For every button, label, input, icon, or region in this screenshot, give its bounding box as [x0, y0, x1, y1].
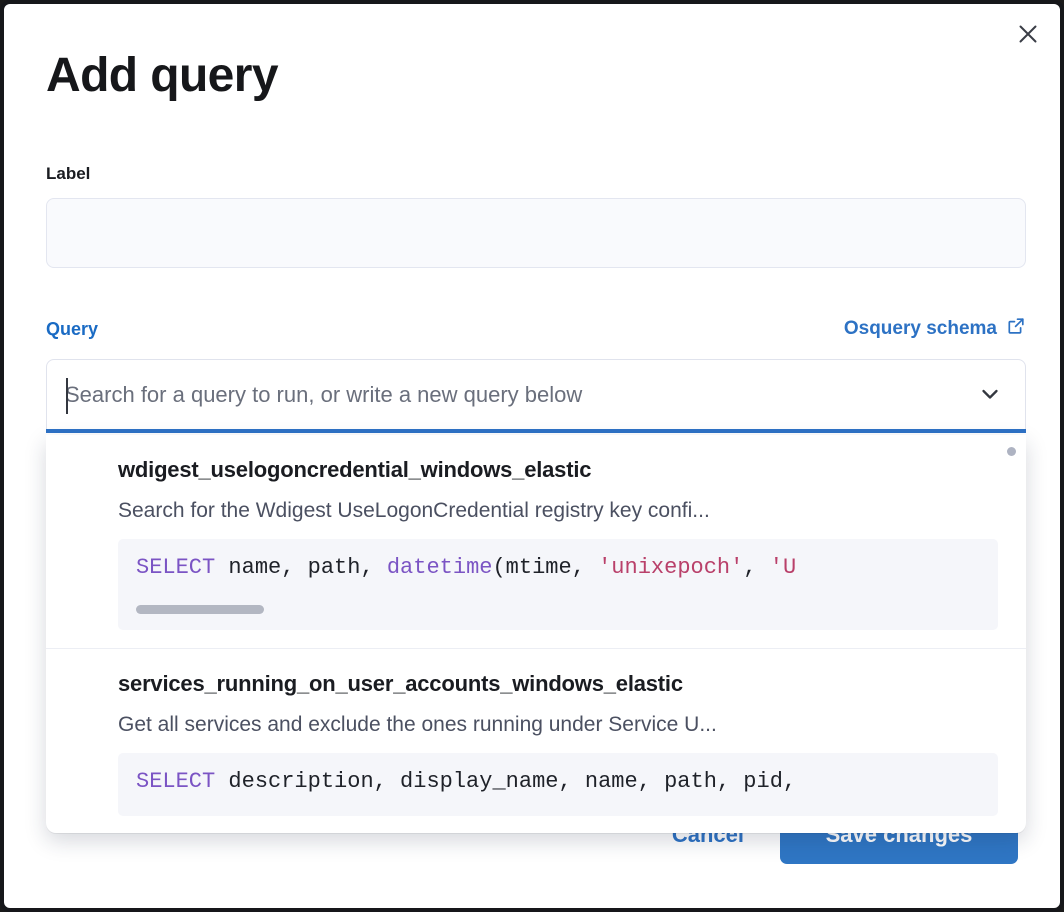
page-title: Add query — [46, 49, 279, 102]
code-horizontal-scrollbar[interactable] — [136, 588, 998, 630]
query-suggestions-dropdown: wdigest_uselogoncredential_windows_elast… — [46, 435, 1026, 833]
osquery-schema-link[interactable]: Osquery schema — [844, 316, 1026, 342]
code-block-padding — [136, 794, 998, 816]
chevron-down-icon — [977, 381, 1003, 410]
query-description: Get all services and exclude the ones ru… — [118, 713, 717, 736]
query-label: Query — [46, 318, 99, 339]
code-scrollbar-thumb[interactable] — [136, 604, 264, 614]
query-search-combobox[interactable] — [46, 359, 1026, 433]
query-code-preview[interactable]: SELECT description, display_name, name, … — [118, 753, 998, 816]
query-search-input[interactable] — [65, 382, 967, 408]
dropdown-scrollbar[interactable] — [1007, 447, 1016, 456]
query-code-preview[interactable]: SELECT name, path, datetime(mtime, 'unix… — [118, 539, 998, 630]
close-icon — [1016, 22, 1040, 46]
list-item[interactable]: wdigest_uselogoncredential_windows_elast… — [46, 435, 1026, 630]
label-field-label: Label — [46, 164, 91, 183]
label-input[interactable] — [46, 198, 1026, 268]
close-button[interactable] — [1010, 16, 1046, 52]
query-name: services_running_on_user_accounts_window… — [118, 671, 683, 696]
combobox-toggle-button[interactable] — [973, 378, 1007, 412]
query-description: Search for the Wdigest UseLogonCredentia… — [118, 499, 710, 522]
query-section-header: Query Osquery schema — [46, 316, 1026, 342]
query-name: wdigest_uselogoncredential_windows_elast… — [118, 457, 592, 482]
label-field-group: Label — [46, 164, 1026, 268]
query-code-line: SELECT description, display_name, name, … — [136, 769, 797, 794]
list-item[interactable]: services_running_on_user_accounts_window… — [46, 648, 1026, 816]
external-link-icon — [1006, 316, 1026, 342]
osquery-schema-link-label: Osquery schema — [843, 318, 997, 339]
query-code-line: SELECT name, path, datetime(mtime, 'unix… — [136, 555, 797, 580]
text-caret — [66, 378, 68, 414]
